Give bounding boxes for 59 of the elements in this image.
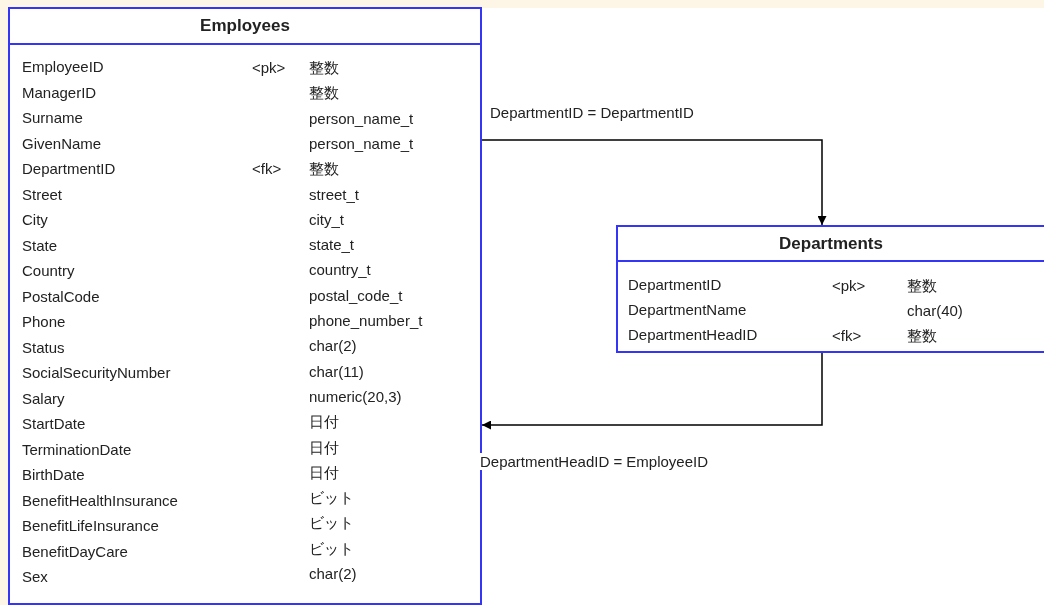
data-type: 整数 [907,327,937,345]
column-name: SocialSecurityNumber [22,364,171,382]
column-name: TerminationDate [22,440,132,459]
data-type: person_name_t [309,109,414,128]
column-name: BenefitDayCare [22,542,128,561]
data-type: 整数 [309,59,339,77]
data-type: numeric(20,3) [309,387,402,406]
data-type: ビット [309,539,354,558]
table-title: Employees [200,15,290,37]
data-type: person_name_t [309,134,414,153]
key-marker: <pk> [832,277,866,295]
data-type: ビット [309,514,354,533]
data-type: 日付 [309,463,339,482]
relationship-arrow [481,139,827,226]
data-type: 日付 [309,413,339,432]
data-type: street_t [309,185,360,204]
column-name: ManagerID [22,83,97,102]
column-name: Phone [22,313,66,331]
data-type: state_t [309,236,355,255]
column-name: DepartmentName [628,301,747,319]
column-name: BenefitLifeInsurance [22,517,159,535]
data-type: city_t [309,210,344,229]
data-type: 整数 [309,160,339,179]
column-name: Surname [22,109,83,127]
data-type: phone_number_t [309,312,423,330]
edge-label: DepartmentHeadID = EmployeeID [480,453,709,470]
relationship-arrow [481,352,823,430]
column-name: BenefitHealthInsurance [22,491,178,510]
data-type: char(2) [309,565,357,583]
table-box [616,225,1044,353]
column-name: EmployeeID [22,58,104,76]
column-name: State [22,236,58,255]
column-name: Salary [22,389,65,408]
table-box [8,7,482,605]
data-type: char(11) [309,362,364,381]
column-name: Sex [22,568,48,586]
data-type: char(40) [907,302,963,320]
column-name: City [22,211,48,229]
column-name: StartDate [22,415,86,433]
table-title: Departments [779,233,883,255]
column-name: DepartmentID [628,276,722,294]
data-type: 日付 [309,438,339,457]
data-type: char(2) [309,337,357,356]
key-marker: <pk> [252,59,286,77]
data-type: 整数 [907,277,937,295]
data-type: ビット [309,489,354,508]
data-type: 整数 [309,84,339,103]
column-name: BirthDate [22,466,85,484]
column-name: Country [22,262,75,280]
data-type: postal_code_t [309,286,403,305]
column-name: DepartmentID [22,160,116,178]
data-type: country_t [309,261,371,280]
column-name: Status [22,338,65,357]
column-name: DepartmentHeadID [628,326,758,344]
column-name: GivenName [22,134,102,153]
column-name: PostalCode [22,287,100,306]
key-marker: <fk> [252,160,282,179]
column-name: Street [22,185,63,204]
key-marker: <fk> [832,327,862,345]
